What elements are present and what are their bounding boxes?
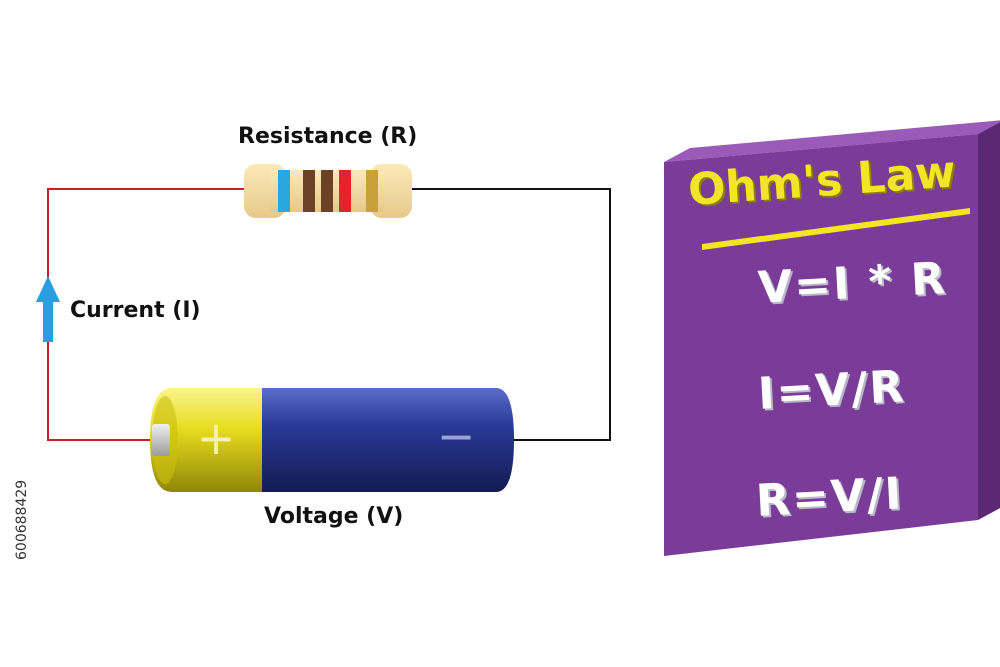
resistor bbox=[244, 164, 412, 218]
formula-voltage: V=I * R bbox=[756, 253, 949, 314]
formula-current: I=V/R bbox=[756, 361, 907, 420]
ohms-law-board bbox=[664, 120, 1000, 556]
resistor-band bbox=[321, 170, 333, 212]
resistor-band bbox=[339, 170, 351, 212]
negative-wire bbox=[410, 188, 611, 441]
board-top-face bbox=[664, 120, 1000, 162]
battery-terminal bbox=[152, 424, 170, 456]
formula-resistance: R=V/I bbox=[754, 468, 905, 527]
battery: + − bbox=[150, 388, 514, 492]
battery-minus-sign: − bbox=[437, 409, 476, 463]
board-underline bbox=[702, 208, 970, 250]
voltage-label: Voltage (V) bbox=[264, 504, 404, 529]
battery-plus-sign: + bbox=[197, 411, 236, 465]
stock-id-text: 600688429 bbox=[14, 479, 30, 560]
resistor-band bbox=[366, 170, 378, 212]
resistor-band bbox=[278, 170, 290, 212]
current-arrow-icon bbox=[36, 276, 60, 342]
current-label: Current (I) bbox=[70, 298, 201, 323]
board-side-face bbox=[978, 122, 1000, 520]
resistor-band bbox=[303, 170, 315, 212]
resistance-label: Resistance (R) bbox=[238, 124, 418, 149]
